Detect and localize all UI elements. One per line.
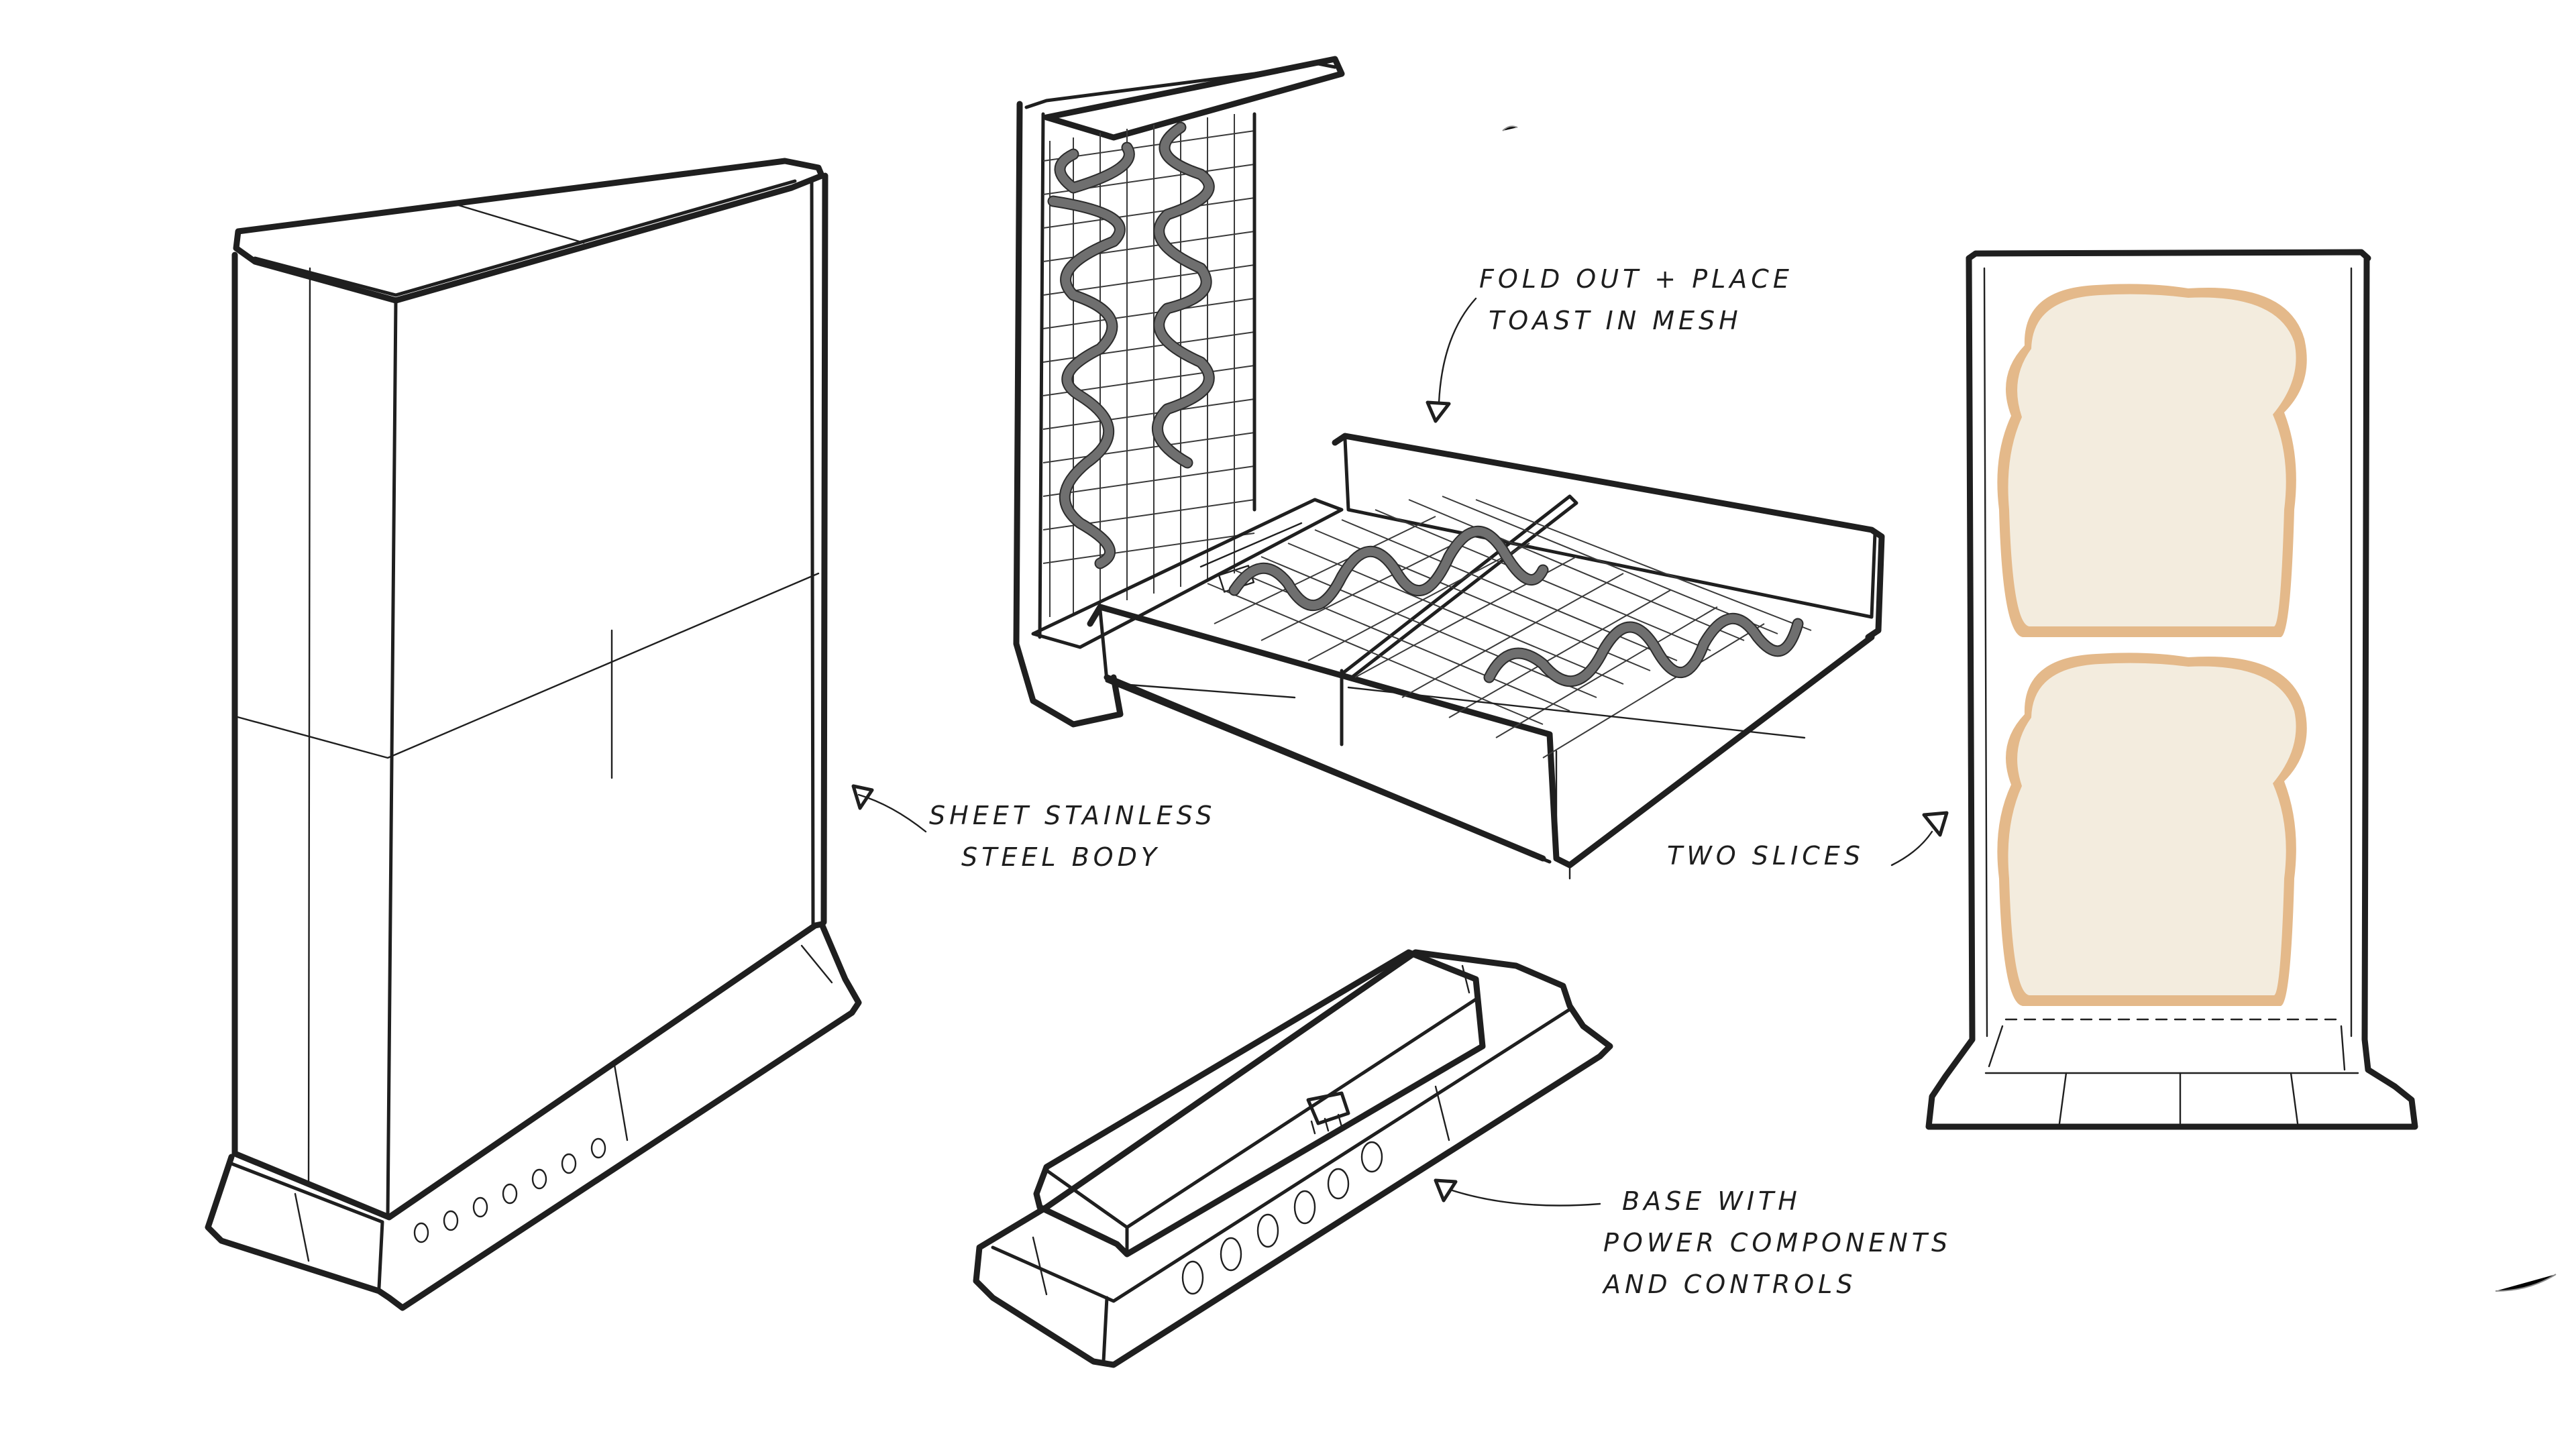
fold-out-note: FOLD OUT + PLACE TOAST IN MESH [1479, 258, 1793, 341]
two-slices-view [1925, 249, 2418, 1130]
body-callout-arrow [851, 784, 927, 833]
fold-out-note-line-2: TOAST IN MESH [1489, 306, 1742, 335]
base-callout-arrow [1434, 1178, 1601, 1207]
base-view [973, 949, 1613, 1368]
body-note-line-2: STEEL BODY [961, 842, 1161, 872]
closed-toaster-view [205, 158, 862, 1311]
bread-slice-top [1997, 284, 2307, 637]
base-view-buttons [1181, 1141, 1383, 1295]
bread-slice-bottom [1997, 653, 2307, 1006]
base-note: BASE WITH POWER COMPONENTS AND CONTROLS [1603, 1180, 1951, 1305]
body-note-line-1: SHEET STAINLESS [929, 801, 1216, 830]
base-note-line-3: AND CONTROLS [1603, 1270, 1857, 1299]
base-connector [1306, 1091, 1350, 1135]
two-slices-note: TWO SLICES [1667, 835, 1864, 877]
fold-out-note-line-1: FOLD OUT + PLACE [1479, 264, 1793, 294]
fold-out-callout-arrow [1426, 297, 1477, 423]
closed-view-buttons [413, 1137, 606, 1243]
base-note-line-1: BASE WITH [1622, 1186, 1801, 1216]
fold-out-tray [1087, 433, 1885, 880]
two-slices-callout-arrow [1890, 811, 1949, 867]
open-toaster-view [1013, 56, 1885, 880]
two-slices-note-line-1: TWO SLICES [1667, 841, 1864, 871]
body-note: SHEET STAINLESS STEEL BODY [929, 795, 1216, 878]
base-note-line-2: POWER COMPONENTS [1603, 1228, 1952, 1258]
